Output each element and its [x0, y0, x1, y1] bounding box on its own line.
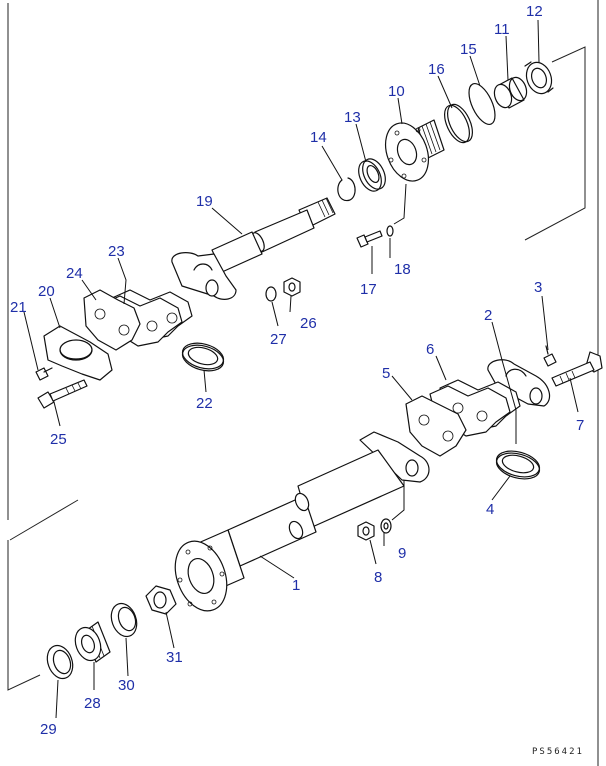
callout-17: 17 — [360, 281, 377, 298]
callout-31: 31 — [166, 649, 183, 666]
part-27-washer — [265, 286, 277, 302]
part-7-bolt — [551, 351, 603, 387]
callout-8: 8 — [374, 569, 382, 586]
part-13-bearing — [358, 158, 386, 192]
callout-21: 21 — [10, 299, 27, 316]
part-31-nut — [145, 585, 177, 615]
part-8-nut — [357, 521, 375, 541]
part-25-bolt — [37, 379, 88, 409]
part-3-grease-fitting — [543, 345, 557, 367]
callout-23: 23 — [108, 243, 125, 260]
part-16-backup-ring — [444, 103, 473, 144]
callout-3: 3 — [534, 279, 542, 296]
part-9-washer — [380, 518, 392, 534]
part-4-dust-seal — [495, 450, 541, 480]
callout-6: 6 — [426, 341, 434, 358]
part-17-bolt — [356, 230, 383, 248]
drawing-frame — [7, 0, 599, 766]
part-29-ring — [46, 644, 74, 680]
callout-4: 4 — [486, 501, 494, 518]
part-20-cap — [43, 325, 113, 381]
callout-7: 7 — [576, 417, 584, 434]
part-15-o-ring — [468, 83, 496, 125]
callout-26: 26 — [300, 315, 317, 332]
part-2-clamp — [487, 359, 551, 407]
part-1-cylinder-tube — [174, 431, 430, 612]
part-10-cylinder-head — [384, 119, 445, 182]
callout-18: 18 — [394, 261, 411, 278]
callout-2: 2 — [484, 307, 492, 324]
callout-12: 12 — [526, 3, 543, 20]
callout-13: 13 — [344, 109, 361, 126]
callout-30: 30 — [118, 677, 135, 694]
callout-9: 9 — [398, 545, 406, 562]
part-21-grease-fitting — [35, 367, 53, 381]
drawing-code: PS56421 — [532, 747, 584, 757]
part-30-ring — [110, 602, 138, 638]
callout-11: 11 — [494, 21, 510, 38]
leader-lines — [23, 19, 579, 719]
part-28-piston — [74, 621, 111, 663]
callout-28: 28 — [84, 695, 101, 712]
callout-1: 1 — [292, 577, 300, 594]
part-26-nut — [283, 277, 301, 297]
part-14-snap-ring — [337, 177, 356, 202]
part-18-washer — [386, 225, 394, 237]
callout-29: 29 — [40, 721, 57, 738]
callout-10: 10 — [388, 83, 405, 100]
callout-20: 20 — [38, 283, 55, 300]
callout-22: 22 — [196, 395, 213, 412]
callout-25: 25 — [50, 431, 67, 448]
callout-5: 5 — [382, 365, 390, 382]
part-22-dust-seal — [181, 342, 225, 372]
callout-27: 27 — [270, 331, 287, 348]
callout-16: 16 — [428, 61, 445, 78]
part-12-bearing — [524, 61, 554, 95]
part-11-bushing — [493, 76, 528, 109]
callout-24: 24 — [66, 265, 83, 282]
callout-19: 19 — [196, 193, 213, 210]
part-19-piston-rod — [171, 197, 336, 300]
part-24-shims — [83, 289, 141, 351]
callout-14: 14 — [310, 129, 327, 146]
callout-15: 15 — [460, 41, 477, 58]
part-5-shims — [405, 395, 467, 457]
callout-labels: 12 11 15 16 10 13 14 19 17 18 23 24 20 2… — [10, 3, 584, 738]
